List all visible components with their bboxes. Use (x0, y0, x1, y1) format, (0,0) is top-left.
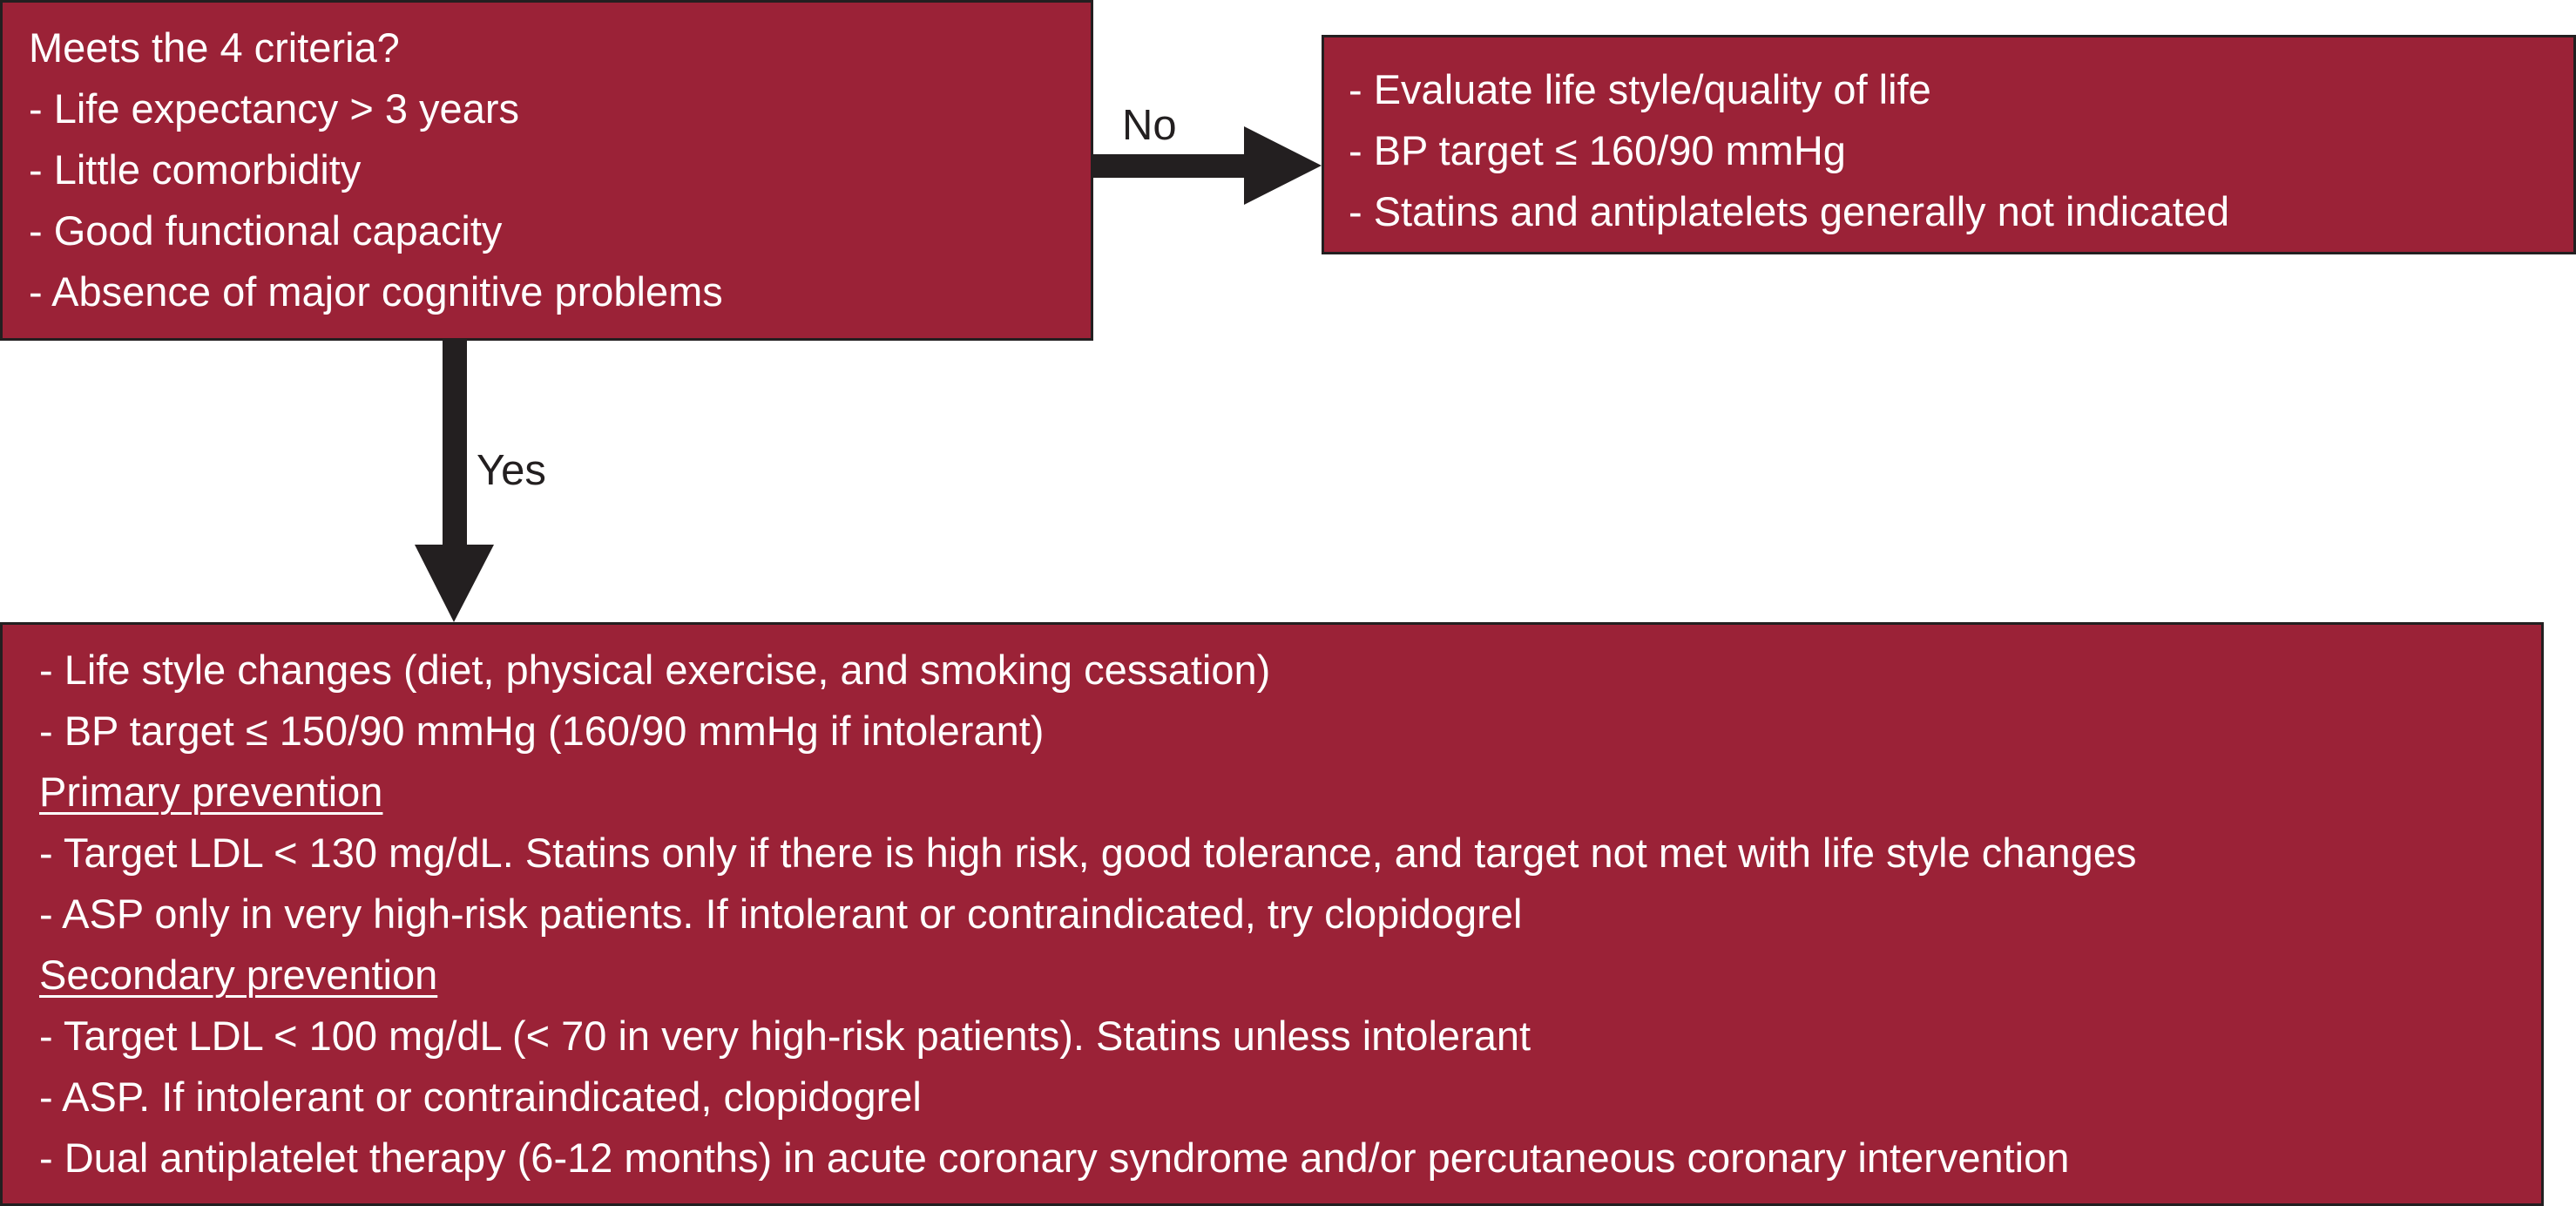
yes-item-lifestyle: - Life style changes (diet, physical exe… (39, 647, 1271, 693)
primary-item-asp: - ASP only in very high-risk patients. I… (39, 891, 1523, 937)
no-item-statins: - Statins and antiplatelets generally no… (1349, 188, 2230, 234)
yes-outcome-box: - Life style changes (diet, physical exe… (0, 622, 2544, 1206)
criteria-item-life-expectancy: - Life expectancy > 3 years (29, 85, 519, 132)
no-item-bp-target: - BP target ≤ 160/90 mmHg (1349, 127, 1846, 173)
criteria-box: Meets the 4 criteria? - Life expectancy … (0, 0, 1093, 341)
criteria-item-cognitive: - Absence of major cognitive problems (29, 268, 723, 315)
yes-arrow-shaft (443, 341, 467, 546)
no-arrow-shaft (1093, 154, 1246, 178)
secondary-item-asp: - ASP. If intolerant or contraindicated,… (39, 1074, 922, 1120)
criteria-question: Meets the 4 criteria? (29, 24, 400, 71)
no-arrow-label: No (1122, 102, 1177, 149)
yes-arrow-label: Yes (477, 447, 546, 494)
primary-item-ldl: - Target LDL < 130 mg/dL. Statins only i… (39, 830, 2137, 876)
yes-item-bp-target: - BP target ≤ 150/90 mmHg (160/90 mmHg i… (39, 708, 1045, 754)
primary-prevention-heading: Primary prevention (39, 769, 383, 815)
secondary-prevention-heading: Secondary prevention (39, 952, 438, 998)
criteria-item-functional-capacity: - Good functional capacity (29, 207, 503, 254)
no-arrow-head (1244, 126, 1322, 205)
secondary-item-dual-therapy: - Dual antiplatelet therapy (6-12 months… (39, 1135, 2070, 1181)
yes-arrow-head (415, 545, 494, 622)
criteria-item-comorbidity: - Little comorbidity (29, 146, 362, 193)
secondary-item-ldl: - Target LDL < 100 mg/dL (< 70 in very h… (39, 1013, 1531, 1059)
no-item-lifestyle: - Evaluate life style/quality of life (1349, 66, 1931, 112)
no-outcome-box: - Evaluate life style/quality of life - … (1322, 35, 2576, 254)
